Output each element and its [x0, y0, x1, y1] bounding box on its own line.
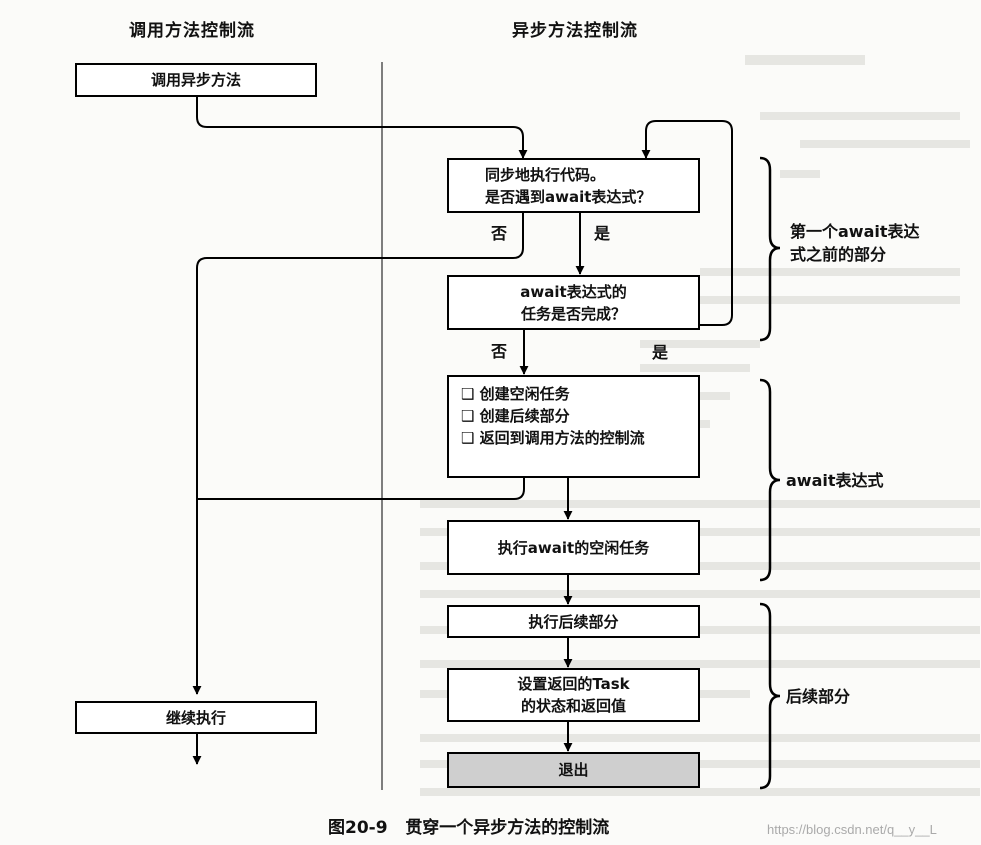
steps-box: ❑ 创建空闲任务 ❑ 创建后续部分 ❑ 返回到调用方法的控制流: [447, 375, 700, 478]
exec-await-box: 执行await的空闲任务: [447, 520, 700, 575]
brace-label-await-expr: await表达式: [786, 471, 884, 490]
set-task-line1: 设置返回的Task: [517, 675, 630, 693]
step-item: ❑ 创建空闲任务: [461, 385, 570, 403]
label-yes-sync: 是: [594, 224, 611, 243]
exit-box: 退出: [447, 752, 700, 788]
figure-caption: 图20-9 贯穿一个异步方法的控制流: [328, 813, 609, 838]
figure-number: 图20-9: [328, 818, 388, 838]
call-async-method-box: 调用异步方法: [75, 63, 317, 97]
await-done-line1: await表达式的: [520, 282, 627, 301]
brace-label-continuation: 后续部分: [786, 687, 851, 706]
brace-continuation: [759, 602, 781, 790]
set-task-box: 设置返回的Task 的状态和返回值: [447, 668, 700, 722]
brace-label-before-await: 第一个await表达 式之前的部分: [790, 222, 920, 264]
exec-continuation-box: 执行后续部分: [447, 605, 700, 638]
arrow-return-to-caller: [197, 478, 525, 500]
label-yes-await: 是: [652, 343, 669, 362]
watermark: https://blog.csdn.net/q__y__L: [767, 822, 937, 837]
label-no-await: 否: [491, 342, 508, 361]
step-item: ❑ 返回到调用方法的控制流: [461, 429, 645, 447]
set-task-line2: 的状态和返回值: [520, 697, 626, 715]
sync-exec-line1: 同步地执行代码。: [485, 166, 606, 184]
label-no-sync: 否: [491, 224, 508, 243]
arrow-call-to-sync: [196, 97, 528, 159]
continue-exec-box: 继续执行: [75, 701, 317, 734]
await-done-box: await表达式的 任务是否完成？: [447, 275, 700, 330]
brace-await-expr: [759, 378, 781, 582]
sync-exec-line2: 是否遇到await表达式？: [485, 188, 652, 206]
right-column-title: 异步方法控制流: [512, 21, 638, 41]
brace-before-await: [759, 156, 781, 342]
step-item: ❑ 创建后续部分: [461, 407, 570, 425]
figure-title: 贯穿一个异步方法的控制流: [405, 818, 610, 838]
await-done-line2: 任务是否完成？: [520, 304, 626, 323]
arrow-loop-yes: [641, 120, 733, 326]
arrow-sync-no: [192, 213, 524, 695]
left-column-title: 调用方法控制流: [129, 21, 255, 41]
sync-exec-box: 同步地执行代码。 是否遇到await表达式？: [447, 158, 700, 213]
